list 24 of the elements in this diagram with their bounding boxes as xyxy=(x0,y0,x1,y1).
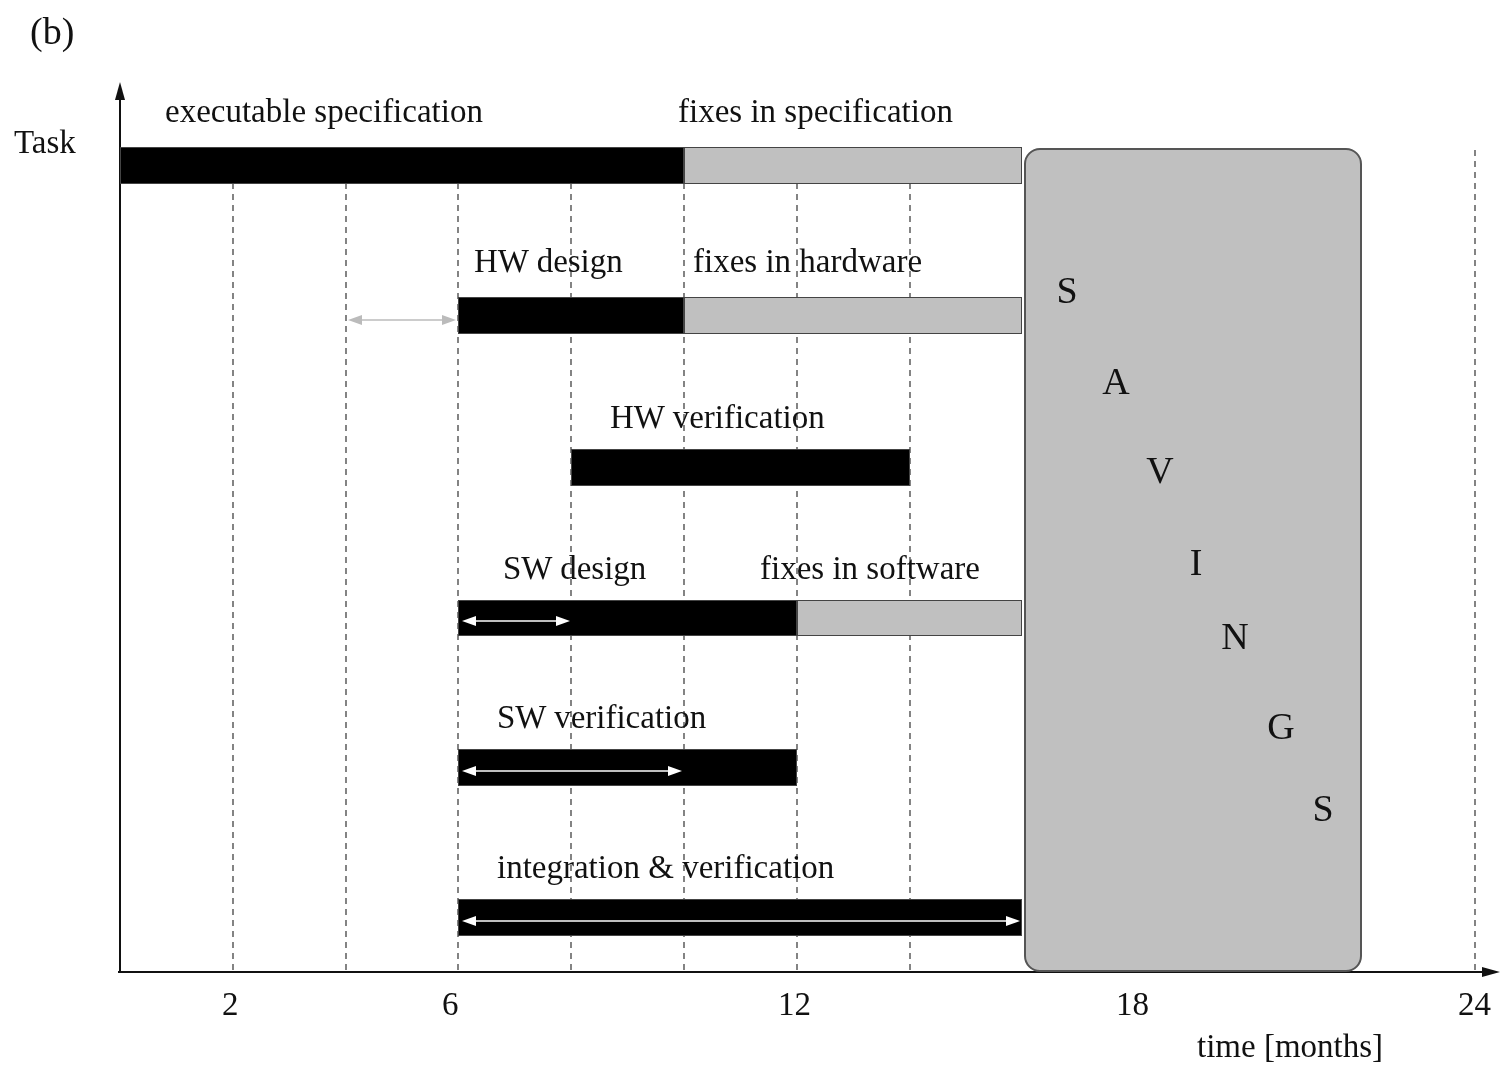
savings-letter: N xyxy=(1221,617,1249,655)
savings-letter: V xyxy=(1146,451,1174,489)
tick-label: 12 xyxy=(778,988,811,1021)
panel-label: (b) xyxy=(30,12,75,50)
axis-title: Task xyxy=(14,126,76,159)
savings-letter: I xyxy=(1189,543,1203,581)
task-label: HW verification xyxy=(610,401,825,434)
task-label: executable specification xyxy=(165,95,483,128)
axis-title: time [months] xyxy=(1197,1030,1384,1063)
savings-letter: A xyxy=(1102,362,1130,400)
task-label: fixes in hardware xyxy=(693,245,923,278)
task-label: fixes in specification xyxy=(678,95,953,128)
task-label: fixes in software xyxy=(760,552,980,585)
tick-label: 6 xyxy=(442,988,459,1021)
tick-label: 18 xyxy=(1116,988,1149,1021)
task-label: HW design xyxy=(474,245,623,278)
tick-label: 2 xyxy=(222,988,239,1021)
savings-letter: G xyxy=(1267,707,1295,745)
savings-letter: S xyxy=(1056,271,1078,309)
task-label: integration & verification xyxy=(497,851,835,884)
task-label: SW verification xyxy=(497,701,707,734)
task-label: SW design xyxy=(503,552,647,585)
savings-letter: S xyxy=(1312,789,1334,827)
tick-label: 24 xyxy=(1458,988,1491,1021)
